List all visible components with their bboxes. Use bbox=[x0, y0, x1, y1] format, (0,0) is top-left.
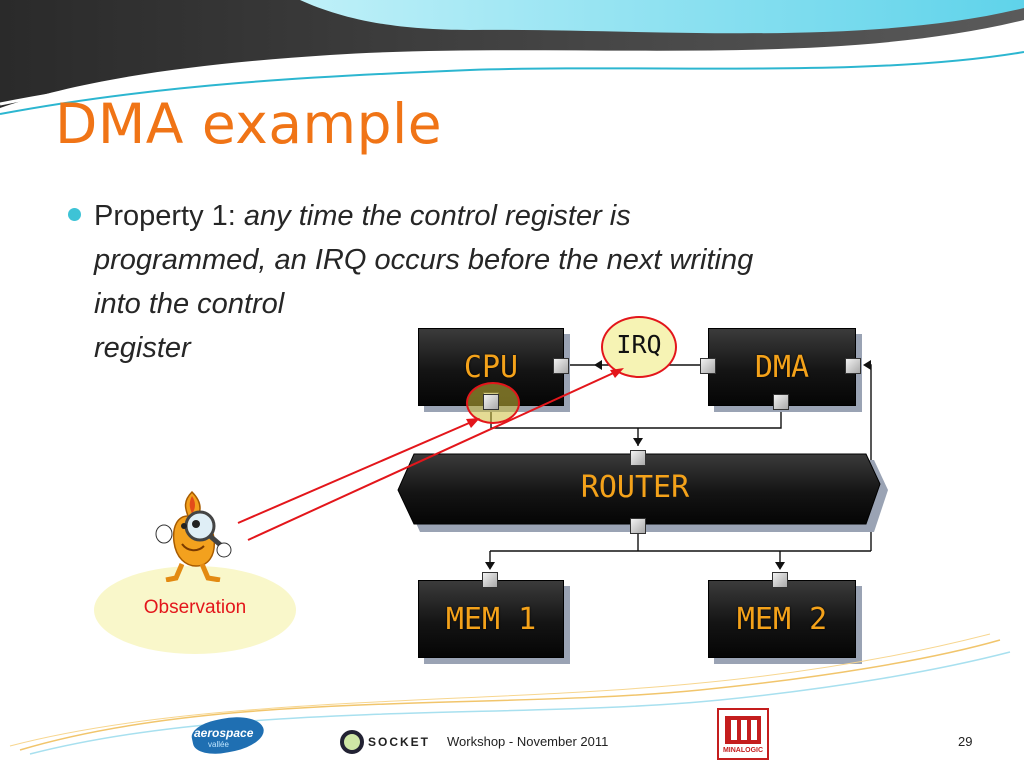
minalogic-logo-icon: MINALOGIC bbox=[717, 708, 769, 760]
aerospace-logo-sub: vallée bbox=[208, 740, 229, 749]
header-wave-decoration bbox=[0, 0, 1024, 115]
bullet-dot-icon bbox=[68, 208, 81, 221]
cpu-bottom-port-highlighted bbox=[483, 394, 499, 410]
aerospace-logo-icon: aerospace vallée bbox=[189, 710, 267, 760]
router-label: ROUTER bbox=[580, 470, 690, 505]
mem2-top-port bbox=[772, 572, 788, 588]
mem1-block: MEM 1 bbox=[418, 580, 564, 658]
footer-workshop-text: Workshop - November 2011 bbox=[447, 734, 609, 749]
dma-left-port bbox=[700, 358, 716, 374]
observation-label: Observation bbox=[143, 597, 247, 618]
minalogic-logo-text: MINALOGIC bbox=[722, 747, 764, 754]
router-top-port bbox=[630, 450, 646, 466]
architecture-diagram: CPU DMA ROUTER MEM 1 MEM 2 bbox=[396, 322, 892, 668]
mem1-top-port bbox=[482, 572, 498, 588]
bullet-text-4: register bbox=[94, 332, 191, 364]
router-bottom-port bbox=[630, 518, 646, 534]
bullet-label: Property 1: bbox=[94, 200, 244, 232]
dma-bottom-port bbox=[773, 394, 789, 410]
bullet-text-2: programmed, an IRQ occurs before the nex… bbox=[94, 244, 754, 276]
cpu-right-port bbox=[553, 358, 569, 374]
aerospace-logo-text: aerospace bbox=[194, 726, 254, 740]
irq-highlight bbox=[601, 316, 677, 378]
bullet-line-1: Property 1: any time the control registe… bbox=[94, 194, 974, 238]
observation-bubble bbox=[94, 566, 296, 654]
socket-logo-text: SOCKET bbox=[368, 735, 431, 749]
slide-title: DMA example bbox=[55, 92, 443, 156]
page-number: 29 bbox=[958, 734, 973, 749]
socket-logo-icon: SOCKET bbox=[340, 730, 444, 758]
dma-block: DMA bbox=[708, 328, 856, 406]
mascot-magnifier-icon bbox=[155, 490, 232, 582]
dma-right-port bbox=[845, 358, 861, 374]
mem2-block: MEM 2 bbox=[708, 580, 856, 658]
bullet-text-1: any time the control register is bbox=[243, 200, 631, 232]
irq-label: IRQ bbox=[616, 330, 662, 359]
bullet-text-3: into the control bbox=[94, 288, 285, 320]
router-block bbox=[397, 453, 888, 532]
